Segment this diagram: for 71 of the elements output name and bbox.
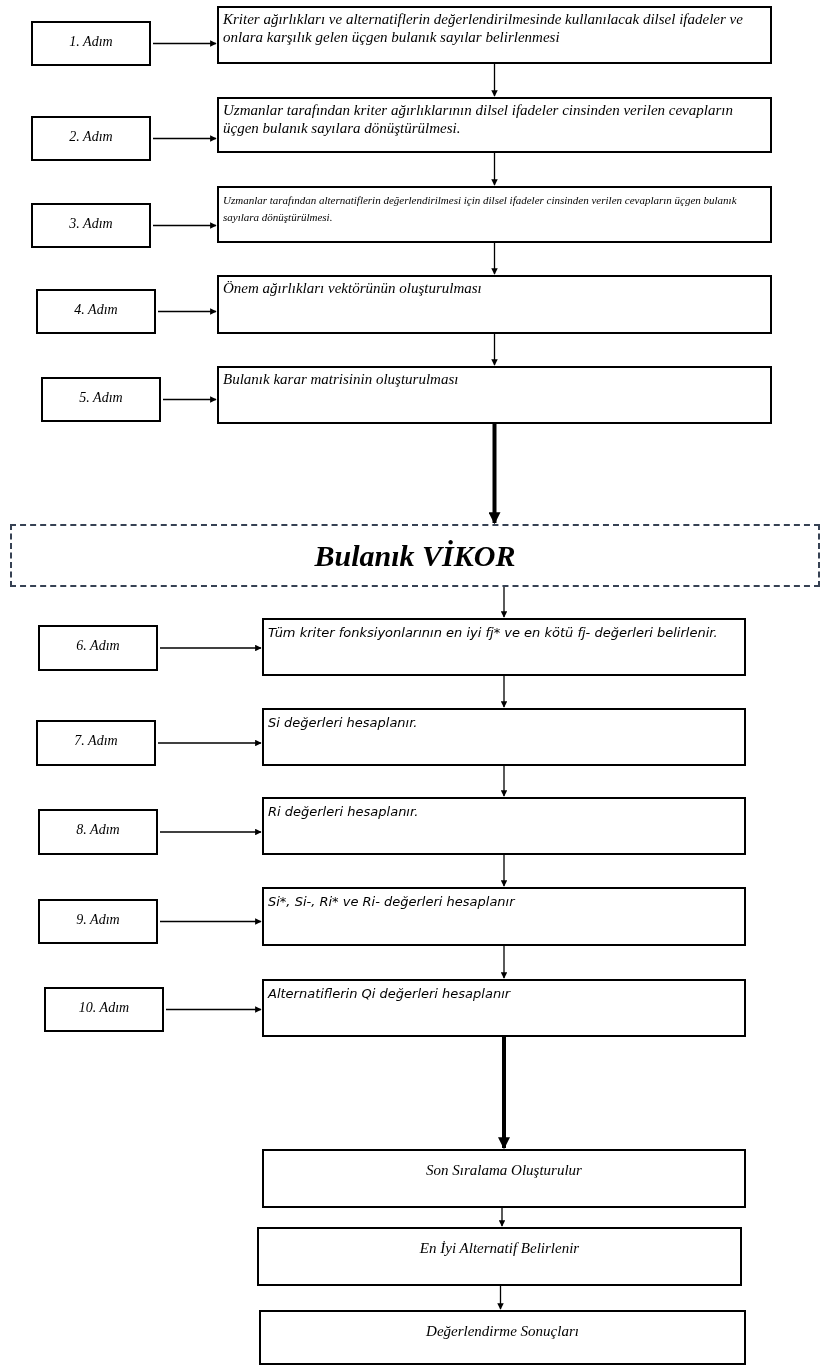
step-label: 10. Adım [78, 999, 130, 1017]
arrow [491, 242, 498, 275]
process-box [257, 1227, 742, 1286]
step-description: Alternatiflerin Qi değerleri hesaplanır [268, 985, 512, 1003]
process-box [259, 1310, 746, 1365]
arrow [162, 396, 217, 403]
step-description: Si değerleri hesaplanır. [268, 714, 419, 732]
arrow [498, 1037, 510, 1150]
step-label: 6. Adım [76, 637, 120, 655]
arrow [165, 1006, 262, 1013]
arrow [152, 40, 217, 47]
process-box [262, 1149, 746, 1208]
arrow [159, 828, 262, 836]
process-box [262, 708, 746, 766]
arrow [488, 424, 501, 525]
step-description: En İyi Alternatif Belirlenir [419, 1239, 580, 1258]
step-label-box [36, 289, 156, 334]
step-label-box [38, 625, 158, 671]
arrow [159, 644, 262, 652]
step-description: Kriter ağırlıkları ve alternatiflerin değerlendirilmesinde kullanılacak dilsel ifadeler ve onlara karşılık gelen üçgen bulanık sayılar belirlenmesi [223, 10, 744, 46]
arrow [152, 135, 217, 142]
process-box [262, 887, 746, 946]
arrow [159, 918, 262, 925]
step-label: 3. Adım [69, 215, 113, 233]
process-box [217, 275, 772, 334]
step-description: Son Sıralama Oluşturulur [426, 1161, 582, 1180]
process-box [217, 366, 772, 424]
step-label: 1. Adım [69, 33, 113, 51]
step-label-box [31, 21, 151, 66]
step-description: Si*, Si-, Ri* ve Ri- değerleri hesaplanır [268, 893, 516, 911]
arrow [157, 739, 262, 747]
step-label: 8. Adım [76, 821, 120, 839]
step-label-box [44, 987, 164, 1032]
method-band [10, 524, 820, 587]
arrow [500, 765, 508, 797]
step-label-box [31, 116, 151, 161]
step-label: 2. Adım [69, 128, 113, 146]
step-label-box [31, 203, 151, 248]
arrow [491, 333, 498, 366]
step-label-box [38, 899, 158, 944]
arrow [497, 1285, 504, 1310]
step-description: Uzmanlar tarafından kriter ağırlıklarının dilsel ifadeler cinsinden verilen cevapların üçgen bulanık sayılara dönüştürülmesi. [223, 101, 734, 137]
arrow [500, 675, 508, 708]
step-label: 9. Adım [76, 911, 120, 929]
arrow [500, 586, 508, 618]
step-label: 4. Adım [74, 301, 118, 319]
step-description: Önem ağırlıkları vektörünün oluşturulması [223, 279, 483, 297]
step-description: Değerlendirme Sonuçları [426, 1322, 579, 1341]
step-description: Tüm kriter fonksiyonlarının en iyi fj* ve en kötü fj- değerleri belirlenir. [268, 624, 719, 642]
arrow [157, 308, 217, 315]
step-label-box [38, 809, 158, 855]
step-label: 5. Adım [79, 389, 123, 407]
arrow [498, 1207, 506, 1227]
method-title: Bulanık VİKOR [314, 538, 516, 574]
process-box [217, 97, 772, 153]
step-label-box [41, 377, 161, 422]
process-box [262, 618, 746, 676]
process-box [262, 797, 746, 855]
arrow [500, 945, 508, 979]
step-label-box [36, 720, 156, 766]
arrow [500, 854, 508, 887]
arrow [152, 222, 217, 229]
step-description: Uzmanlar tarafından alternatiflerin değerlendirilmesi için dilsel ifadeler cinsinden verilen cevapların üçgen bulanık sayılara dönüştürülmesi. [223, 193, 738, 225]
process-box [217, 6, 772, 64]
arrow [491, 152, 498, 186]
process-box [217, 186, 772, 243]
step-label: 7. Adım [74, 732, 118, 750]
process-box [262, 979, 746, 1037]
step-description: Bulanık karar matrisinin oluşturulması [223, 370, 460, 388]
step-description: Ri değerleri hesaplanır. [268, 803, 420, 821]
arrow [491, 63, 498, 97]
